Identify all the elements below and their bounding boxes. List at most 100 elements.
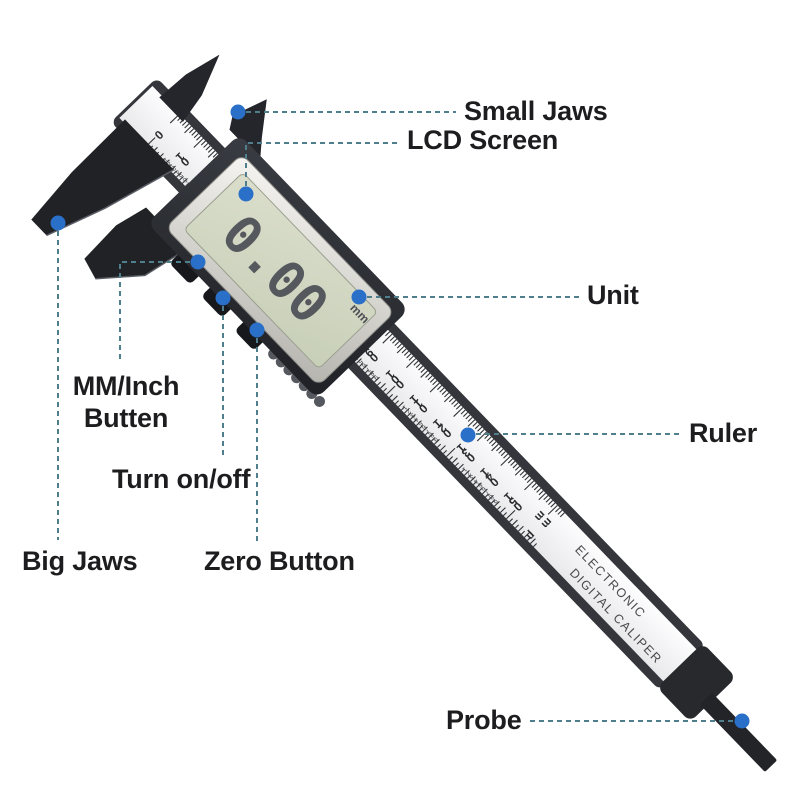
mm-tick — [545, 497, 551, 503]
inch-tick — [488, 494, 494, 501]
mm-tick — [462, 412, 469, 417]
mm-tick — [181, 120, 188, 126]
mm-tick — [484, 434, 490, 439]
mm-tick — [496, 446, 502, 452]
mm-tick — [479, 429, 485, 435]
inch-tick — [392, 395, 398, 402]
inch-tick — [446, 447, 456, 457]
mm-tick — [514, 465, 521, 471]
ruler-inch-digit: 9 — [491, 497, 499, 505]
inch-tick — [359, 362, 364, 367]
depth-probe — [700, 693, 777, 772]
mm-tick — [531, 482, 537, 488]
mm-tick — [451, 399, 457, 405]
mm-tick — [514, 468, 523, 476]
inch-tick — [473, 481, 478, 485]
inch-tick — [440, 445, 446, 451]
inch-tick — [173, 170, 178, 175]
inch-tick — [434, 438, 440, 445]
mm-tick — [389, 336, 395, 342]
ruler-inch-digit: 6 — [479, 485, 487, 493]
mm-tick — [555, 507, 561, 513]
label-mm-inch-line2: Butten — [83, 403, 169, 434]
ruler-inch-digit: 8 — [487, 493, 495, 501]
ruler-inch-digit: 6 — [181, 176, 189, 184]
mm-tick — [526, 478, 532, 484]
ruler-inch-digit: 7 — [364, 365, 372, 373]
leader-dots — [50, 104, 750, 729]
inch-tick — [455, 462, 460, 467]
label-mm-inch-button: MM/Inch Butten — [56, 370, 196, 435]
mm-tick — [193, 138, 204, 148]
inch-tick — [449, 456, 454, 461]
mm-tick — [396, 343, 402, 349]
mm-tick — [200, 140, 206, 146]
dot-lcd-screen — [238, 186, 254, 202]
inch-tick — [407, 412, 412, 417]
mm-tick — [425, 372, 431, 378]
mm-tick — [413, 360, 419, 366]
mm-tick — [550, 502, 556, 508]
ruler-inch-digit: 3 — [468, 473, 476, 481]
mm-tick — [196, 135, 202, 141]
inch-tick — [377, 381, 382, 386]
mm-tick — [486, 436, 492, 442]
mm-tick — [439, 387, 445, 393]
inch-tick — [422, 426, 428, 433]
ruler-inch-digit: 1 — [401, 403, 409, 411]
inch-tick — [419, 425, 424, 430]
ruler-inch-digit: 6 — [420, 423, 428, 431]
inch-tick — [380, 382, 386, 389]
mm-tick — [441, 389, 447, 395]
ruler-inch-digit: 2 — [464, 469, 472, 477]
ruler-inch-digit: 2 — [404, 407, 412, 415]
inch-tick — [467, 474, 472, 479]
dot-big-jaws — [50, 215, 66, 231]
mm-tick — [193, 133, 199, 139]
label-small-jaws: Small Jaws — [464, 96, 608, 126]
mm-tick — [420, 367, 426, 373]
inch-tick — [452, 457, 458, 464]
lcd-screen — [185, 173, 377, 368]
mm-tick — [467, 419, 476, 427]
ruler-inch-digit: 1 — [460, 465, 468, 473]
moving-big-jaw-bevel — [95, 248, 187, 280]
mm-tick — [498, 448, 504, 454]
inch-tick — [476, 482, 482, 489]
mm-tick — [453, 407, 464, 417]
dot-probe — [734, 713, 750, 729]
mm-tick — [491, 441, 497, 447]
inch-tick — [485, 493, 490, 498]
inch-tick — [179, 176, 184, 181]
inch-tick — [374, 376, 380, 383]
mm-tick — [557, 509, 563, 515]
mm-tick — [543, 495, 549, 501]
mm-tick — [465, 414, 471, 420]
inch-tick — [383, 387, 388, 392]
mm-tick — [533, 485, 539, 491]
mm-tick — [392, 338, 398, 344]
ruler-inch-digit: 8 — [368, 369, 376, 377]
mm-tick — [403, 350, 410, 356]
mm-tick — [547, 504, 558, 515]
inch-tick — [371, 375, 376, 380]
mm-tick — [474, 424, 480, 430]
mm-tick — [396, 345, 405, 354]
dot-mm-inch — [190, 254, 206, 270]
label-zero-button: Zero Button — [204, 546, 355, 576]
inch-tick — [431, 437, 436, 442]
inch-tick — [362, 364, 368, 371]
mm-tick — [382, 333, 393, 344]
inch-tick — [464, 469, 470, 476]
inch-tick — [494, 501, 500, 507]
inch-tick — [401, 406, 406, 411]
mm-tick — [524, 480, 535, 491]
inch-tick — [461, 468, 466, 473]
mm-tick — [503, 453, 509, 459]
ruler-inch-digit: 9 — [371, 373, 379, 381]
mm-tick — [460, 409, 466, 415]
label-turn-on-off: Turn on/off — [112, 464, 251, 494]
mm-tick — [207, 147, 213, 153]
